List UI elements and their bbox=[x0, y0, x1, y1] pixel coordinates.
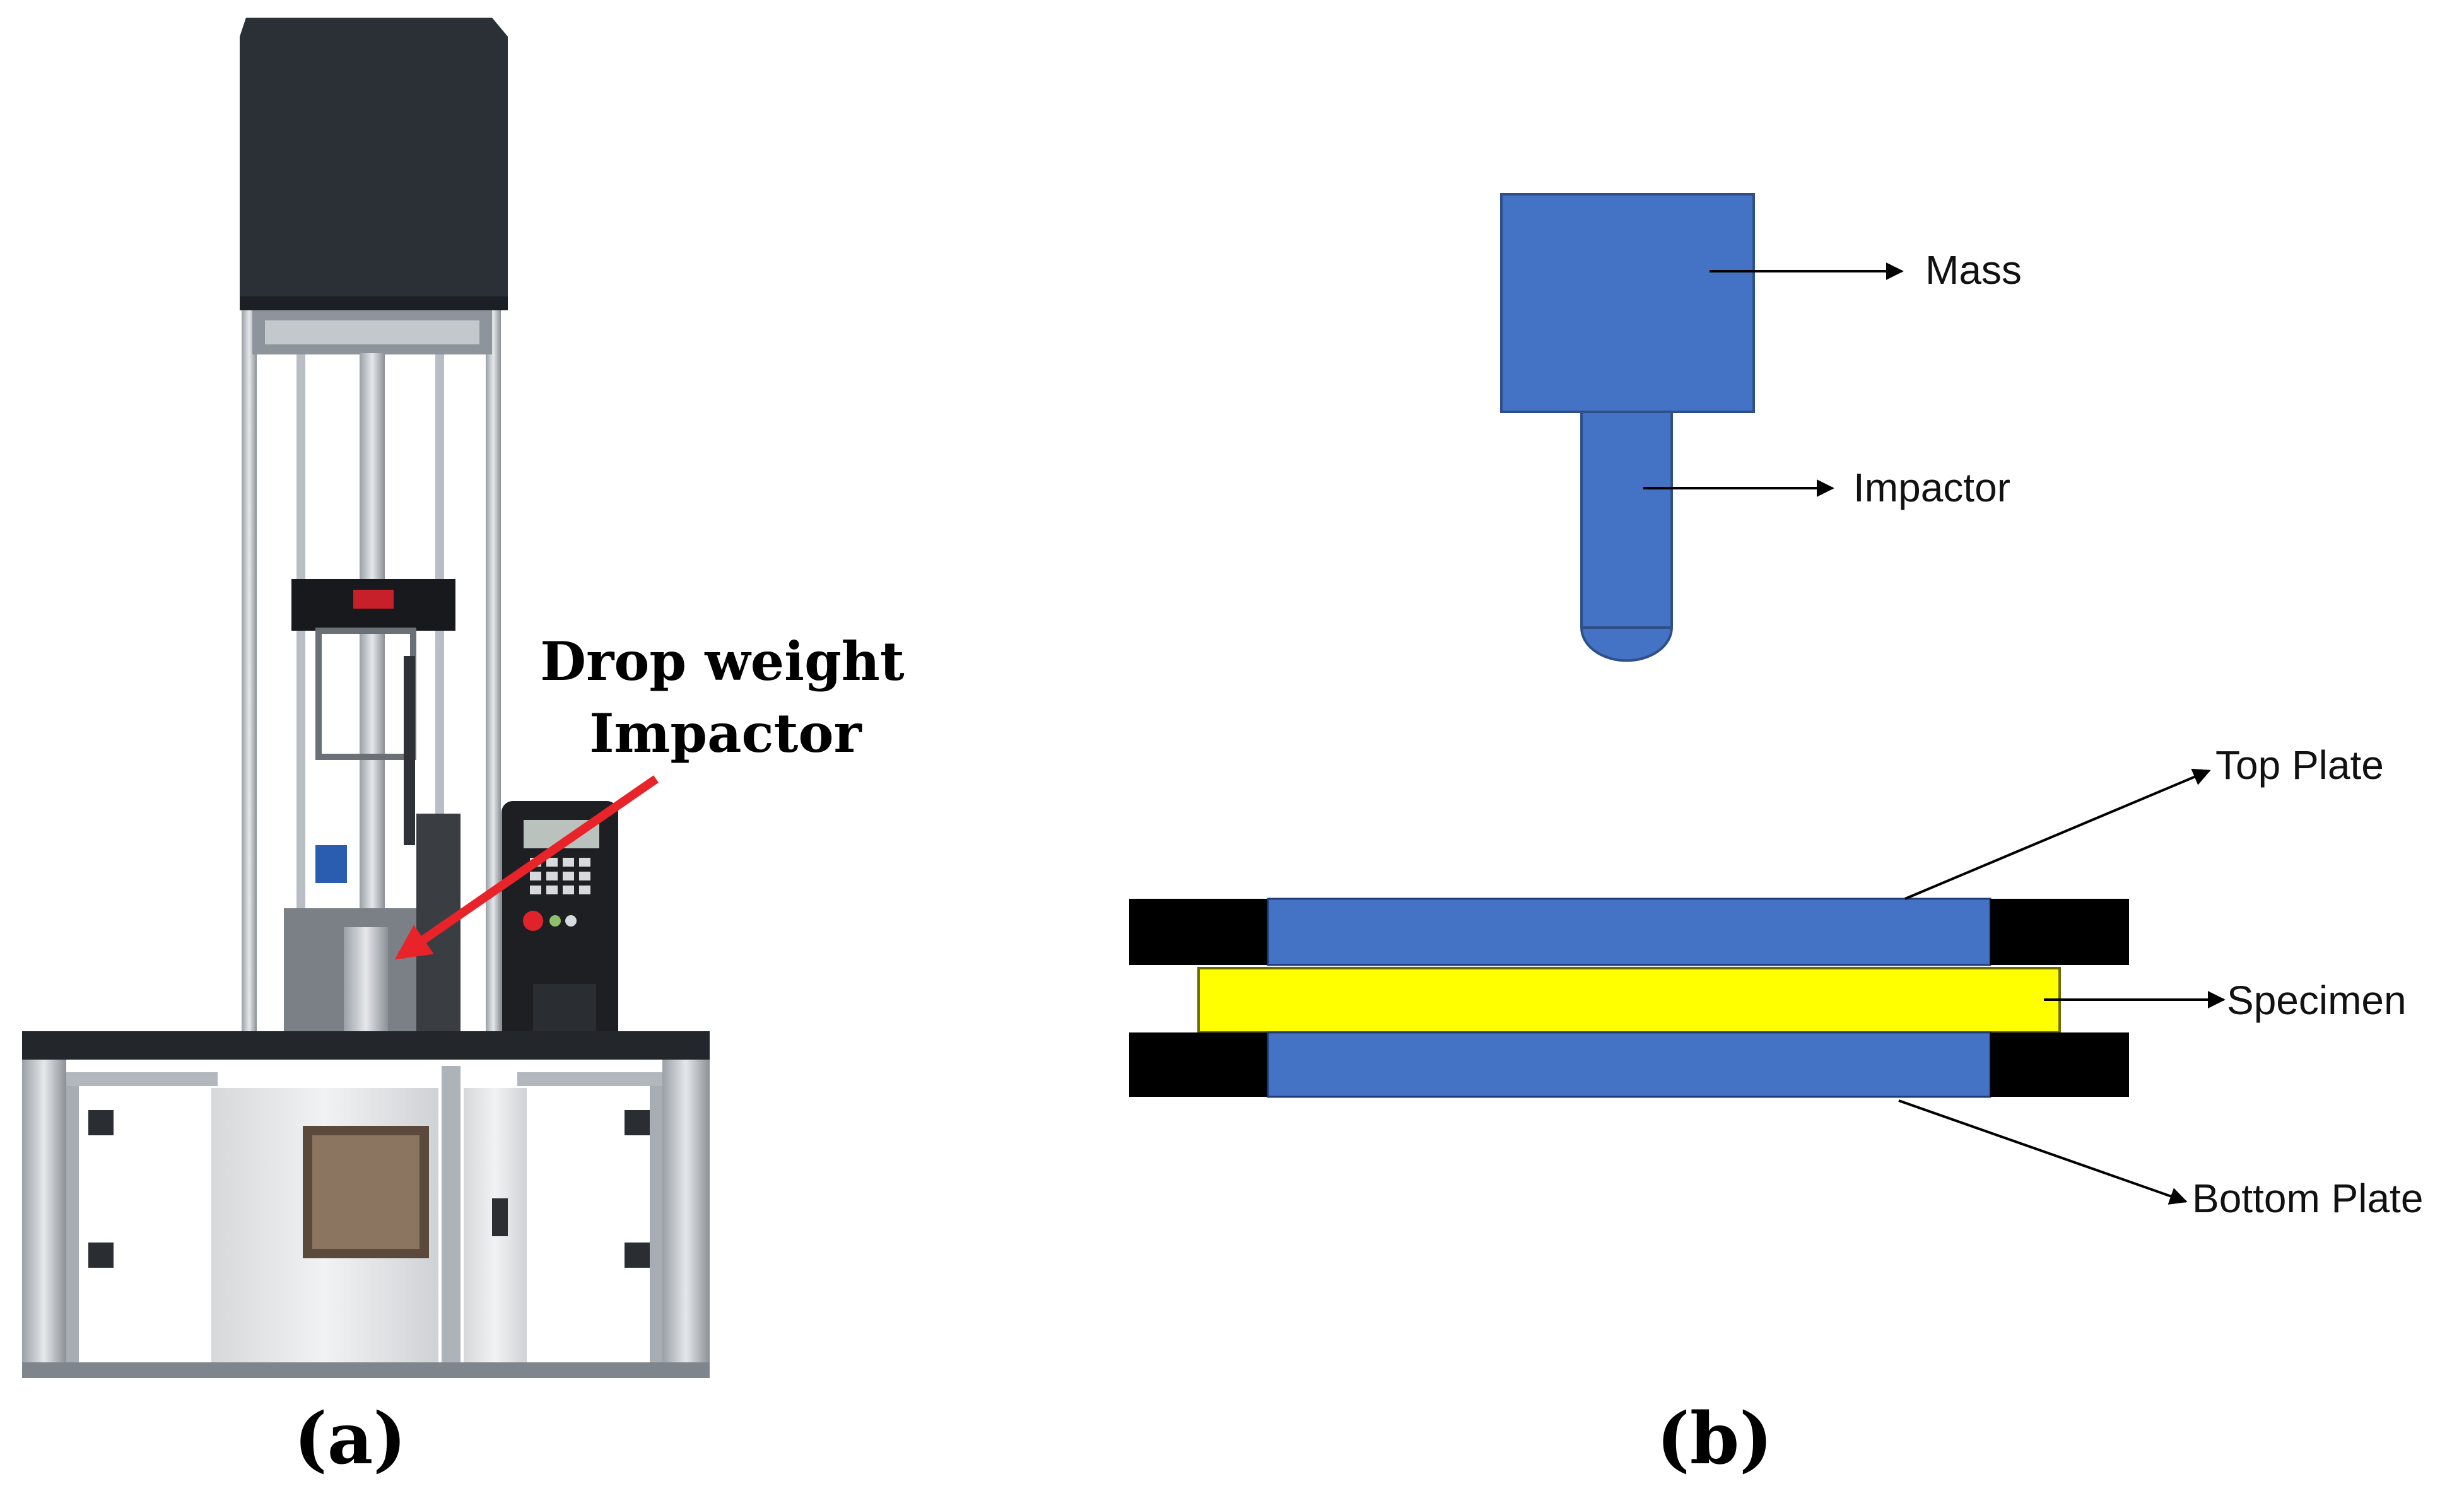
top-plate-clamp-right bbox=[1990, 899, 2129, 965]
machine-base bbox=[22, 1060, 710, 1378]
top-plate bbox=[1267, 898, 1992, 966]
bottom-plate-clamp-right bbox=[1990, 1032, 2129, 1097]
label-mass: Mass bbox=[1925, 247, 2022, 293]
machine-hood bbox=[240, 18, 508, 309]
label-bottom-plate: Bottom Plate bbox=[2192, 1176, 2423, 1221]
controller-panel bbox=[502, 801, 618, 1047]
annotation-arrow bbox=[394, 775, 659, 960]
specimen bbox=[1197, 967, 2061, 1034]
frame-column-right bbox=[486, 310, 501, 1048]
panel-b-schematic: Mass Impactor Top Plate Specimen Bottom … bbox=[1129, 193, 2423, 1221]
top-plate-leader-arrow bbox=[1904, 768, 2211, 900]
bottom-plate-leader-arrow bbox=[1898, 1099, 2188, 1205]
top-plate-clamp-left bbox=[1129, 899, 1268, 965]
annotation-line-1: Drop weight bbox=[540, 630, 905, 693]
impactor-rod bbox=[1580, 411, 1673, 662]
label-specimen: Specimen bbox=[2227, 978, 2407, 1023]
machine-table bbox=[22, 1031, 710, 1060]
mass-block bbox=[1500, 193, 1755, 413]
guide-rod bbox=[360, 353, 385, 984]
frame-column-left bbox=[242, 310, 257, 1048]
panel-a-machine-illustration bbox=[22, 18, 710, 1378]
bottom-plate-clamp-left bbox=[1129, 1032, 1268, 1097]
bottom-plate bbox=[1267, 1031, 1992, 1098]
crosshead-display bbox=[353, 590, 394, 609]
caption-a: (a) bbox=[294, 1398, 407, 1480]
label-top-plate: Top Plate bbox=[2215, 742, 2384, 788]
label-impactor: Impactor bbox=[1853, 465, 2010, 510]
annotation-line-2: Impactor bbox=[589, 702, 862, 764]
emergency-stop-icon bbox=[523, 911, 543, 931]
caption-b: (b) bbox=[1657, 1398, 1773, 1480]
